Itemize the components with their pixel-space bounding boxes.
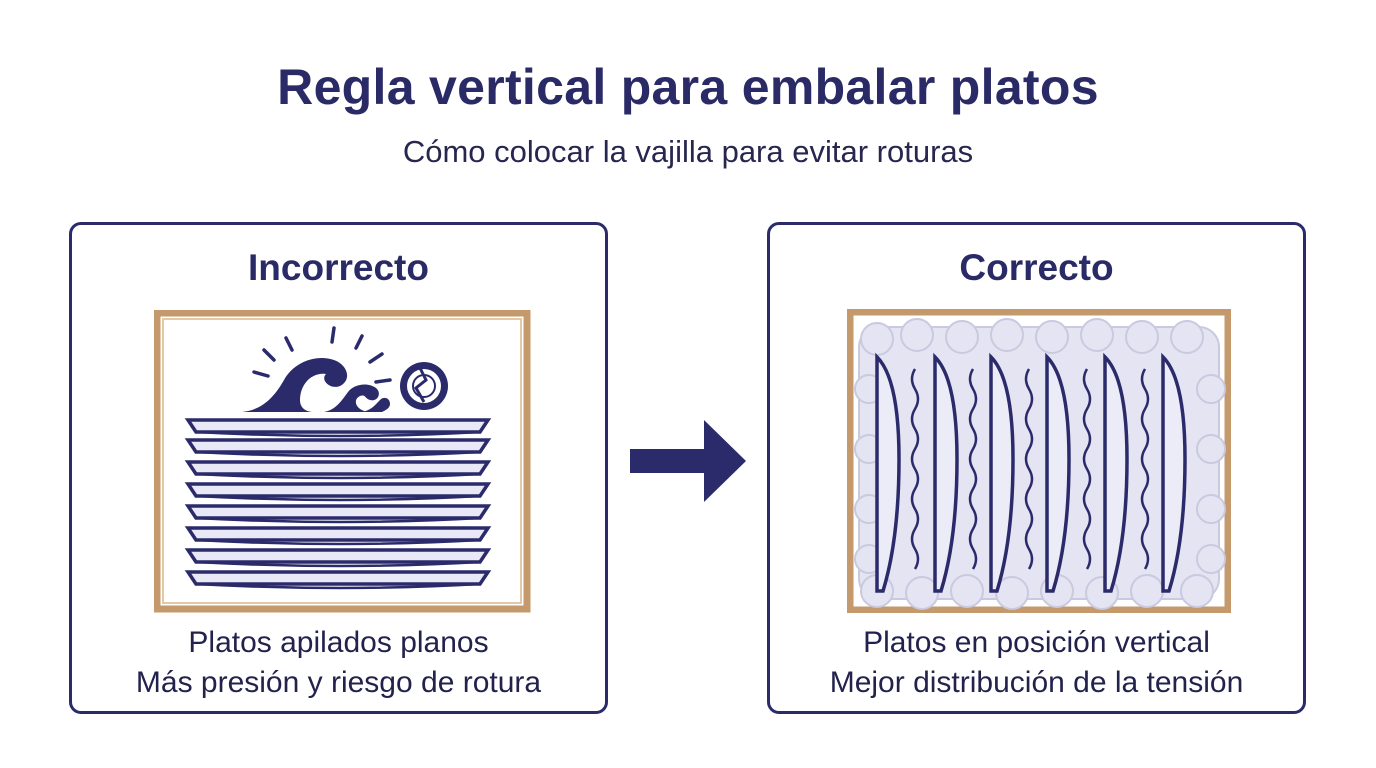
vertical-plates-illustration xyxy=(847,309,1231,613)
right-arrow-icon xyxy=(630,420,746,502)
correct-heading: Correcto xyxy=(959,247,1114,288)
incorrect-panel: Incorrecto xyxy=(69,222,608,714)
correct-panel: Correcto xyxy=(767,222,1306,714)
vertical-plates xyxy=(875,352,1187,593)
incorrect-caption-line1: Platos apilados planos xyxy=(188,626,489,659)
stacked-plates-illustration xyxy=(154,310,531,613)
correct-caption-line2: Mejor distribución de la tensión xyxy=(829,666,1244,699)
incorrect-caption-line2: Más presión y riesgo de rotura xyxy=(135,666,542,699)
correct-caption-line1: Platos en posición vertical xyxy=(863,626,1210,659)
incorrect-heading: Incorrecto xyxy=(248,247,429,288)
page-title: Regla vertical para embalar platos xyxy=(277,59,1099,115)
page-subtitle: Cómo colocar la vajilla para evitar rotu… xyxy=(402,134,974,169)
wavy-padding xyxy=(910,368,1150,570)
wave-icon xyxy=(242,358,348,412)
sun-rays-icon xyxy=(252,326,392,384)
broken-plate-icon xyxy=(400,362,448,410)
